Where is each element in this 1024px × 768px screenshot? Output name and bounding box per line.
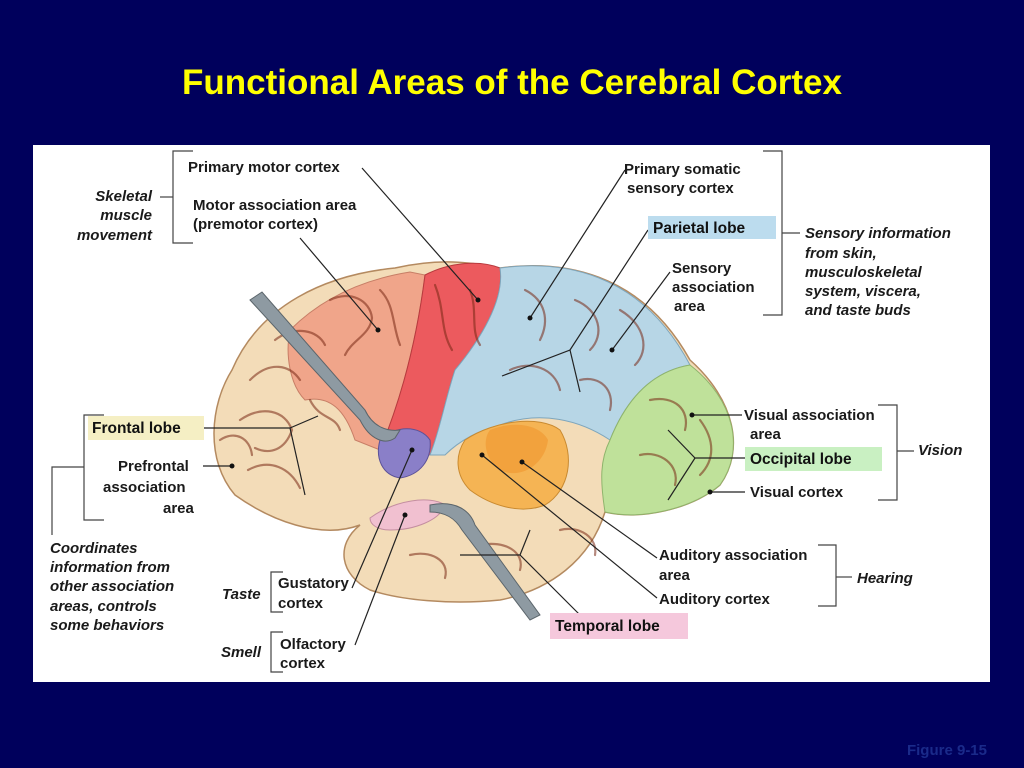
hearing-label: Hearing (857, 570, 913, 587)
prefrontal-label-1: Prefrontal (118, 458, 189, 475)
function-labels: Skeletal muscle movement Sensory informa… (50, 188, 962, 661)
primary-auditory-region (485, 424, 548, 474)
primary-somatic-label-1: Primary somatic (624, 161, 741, 178)
temporal-fissure (429, 503, 541, 621)
parietal-lobe-box (648, 216, 776, 239)
temporal-lobe-label: Temporal lobe (555, 618, 660, 635)
lateral-sulcus (249, 291, 401, 442)
motor-association-label-2: (premotor cortex) (193, 216, 318, 233)
skeletal-label-1: Skeletal (95, 188, 153, 205)
gustatory-region (377, 428, 431, 479)
sensory-association-label-2: association (672, 279, 755, 296)
primary-somatic-label-2: sensory cortex (627, 180, 734, 197)
sensory-association-label-3: area (674, 298, 706, 315)
coordinates-label-4: areas, controls (50, 598, 157, 615)
sensory-info-label-5: and taste buds (805, 302, 911, 319)
taste-label: Taste (222, 586, 261, 603)
visual-association-label-1: Visual association (744, 407, 875, 424)
vision-label: Vision (918, 442, 962, 459)
prefrontal-label-2: association (103, 479, 186, 496)
primary-motor-cortex-label: Primary motor cortex (188, 159, 340, 176)
parietal-lobe-label: Parietal lobe (653, 220, 746, 237)
skeletal-label-2: muscle (100, 207, 152, 224)
gustatory-label-2: cortex (278, 595, 324, 612)
auditory-association-label-1: Auditory association (659, 547, 807, 564)
coordinates-label-1: Coordinates (50, 540, 138, 557)
skeletal-label-3: movement (77, 227, 153, 244)
brackets (51, 150, 914, 673)
area-labels: Primary motor cortex Motor association a… (103, 159, 875, 672)
sensory-info-label-3: musculoskeletal (805, 264, 923, 281)
sensory-info-label-1: Sensory information (805, 225, 951, 242)
coordinates-label-3: other association (50, 578, 174, 595)
leader-lines (203, 167, 745, 646)
olfactory-region (369, 499, 446, 531)
slide-title: Functional Areas of the Cerebral Cortex (182, 63, 842, 102)
sensory-association-label-1: Sensory (672, 260, 732, 277)
sensory-info-label-2: from skin, (805, 245, 877, 262)
visual-cortex-label: Visual cortex (750, 484, 844, 501)
lobe-labels: Parietal lobe Frontal lobe Occipital lob… (88, 216, 882, 639)
coordinates-label-2: information from (50, 559, 170, 576)
olfactory-label-1: Olfactory (280, 636, 347, 653)
visual-association-label-2: area (750, 426, 782, 443)
auditory-cortex-label: Auditory cortex (659, 591, 771, 608)
gyri-texture (218, 283, 713, 580)
occipital-region (601, 364, 734, 516)
brain-illustration (213, 261, 735, 621)
auditory-association-label-2: area (659, 567, 691, 584)
frontal-lobe-box (88, 416, 204, 440)
figure-reference: Figure 9-15 (907, 742, 987, 759)
prefrontal-label-3: area (163, 500, 195, 517)
coordinates-label-5: some behaviors (50, 617, 164, 634)
sensory-info-label-4: system, viscera, (805, 283, 921, 300)
temporal-lobe-box (550, 613, 688, 639)
smell-label: Smell (221, 644, 262, 661)
frontal-lobe-label: Frontal lobe (92, 420, 181, 437)
olfactory-label-2: cortex (280, 655, 326, 672)
gustatory-label-1: Gustatory (278, 575, 350, 592)
motor-association-label-1: Motor association area (193, 197, 357, 214)
occipital-lobe-label: Occipital lobe (750, 451, 852, 468)
occipital-lobe-box (745, 447, 882, 471)
